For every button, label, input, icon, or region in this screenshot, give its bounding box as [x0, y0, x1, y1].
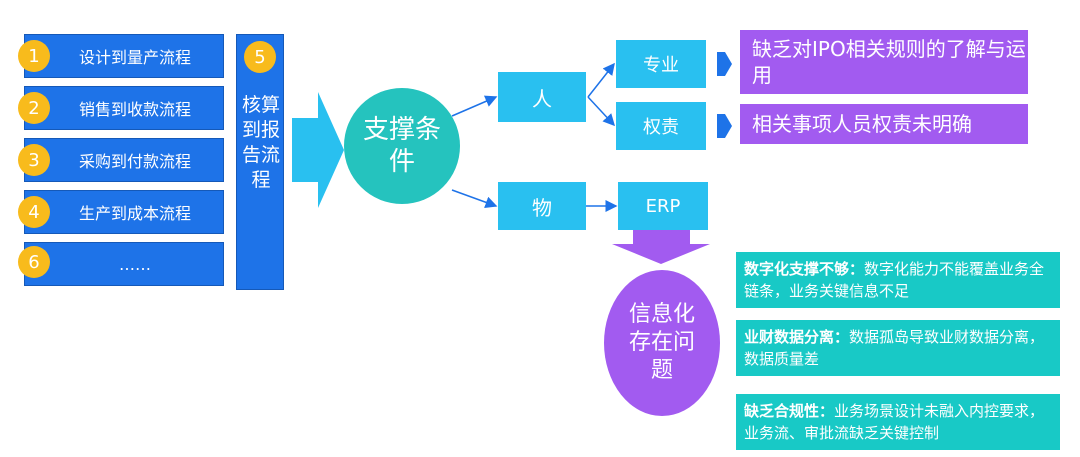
purple-down-arrow — [612, 230, 710, 264]
process-badge-1: 1 — [18, 40, 50, 72]
accounting-column: 5 核算到报告流程 — [236, 34, 284, 290]
process-badge-3: 3 — [18, 144, 50, 176]
problem-title-3: 缺乏合规性： — [744, 402, 835, 420]
arrow-to-professional — [587, 62, 615, 98]
problem-box-2: 业财数据分离：数据孤岛导致业财数据分离，数据质量差 — [736, 320, 1060, 376]
process-label-3: 采购到付款流程 — [78, 152, 191, 171]
arrow-to-person — [451, 95, 498, 117]
erp-label: ERP — [645, 195, 681, 217]
process-box-4: 生产到成本流程 — [24, 190, 224, 234]
person-box: 人 — [498, 72, 586, 122]
issue-ipo-box: 缺乏对IPO相关规则的了解与运用 — [740, 30, 1028, 94]
issue-authority-text: 相关事项人员权责未明确 — [752, 112, 972, 136]
chevron-authority — [717, 114, 732, 138]
info-label: 信息化存在问题 — [628, 302, 695, 383]
problem-text-1: 数字化能力不能覆盖业务全链条，业务关键信息不足 — [744, 260, 1045, 300]
problem-text-3: 业务场景设计未融入内控要求，业务流、审批流缺乏关键控制 — [744, 402, 1045, 442]
problem-box-1: 数字化支撑不够：数字化能力不能覆盖业务全链条，业务关键信息不足 — [736, 252, 1060, 308]
accounting-label: 核算到报告流程 — [241, 94, 280, 191]
process-badge-6: 6 — [18, 246, 50, 278]
process-label-2: 销售到收款流程 — [78, 100, 191, 119]
problem-box-3: 缺乏合规性：业务场景设计未融入内控要求，业务流、审批流缺乏关键控制 — [736, 394, 1060, 450]
problem-title-1: 数字化支撑不够： — [744, 260, 865, 278]
authority-label: 权责 — [643, 117, 679, 138]
support-label: 支撑条件 — [362, 115, 441, 177]
info-circle: 信息化存在问题 — [604, 270, 720, 416]
erp-box: ERP — [618, 182, 708, 230]
arrow-to-authority — [587, 96, 616, 127]
problem-title-2: 业财数据分离： — [744, 328, 850, 346]
process-box-2: 销售到收款流程 — [24, 86, 224, 130]
authority-box: 权责 — [616, 102, 706, 150]
thing-label: 物 — [532, 195, 552, 220]
process-box-1: 设计到量产流程 — [24, 34, 224, 78]
arrow-to-thing — [451, 189, 498, 209]
process-label-4: 生产到成本流程 — [78, 204, 191, 223]
professional-box: 专业 — [616, 40, 706, 88]
big-right-arrow — [292, 92, 344, 208]
process-label-6: …… — [119, 254, 151, 274]
support-circle: 支撑条件 — [344, 88, 460, 204]
accounting-badge: 5 — [244, 41, 276, 73]
process-box-6: …… — [24, 242, 224, 286]
thing-box: 物 — [498, 182, 586, 230]
person-label: 人 — [532, 86, 552, 111]
professional-label: 专业 — [643, 55, 679, 76]
issue-authority-box: 相关事项人员权责未明确 — [740, 104, 1028, 144]
issue-ipo-text: 缺乏对IPO相关规则的了解与运用 — [752, 37, 1026, 87]
problem-text-2: 数据孤岛导致业财数据分离，数据质量差 — [744, 328, 1045, 368]
chevron-ipo — [717, 52, 732, 76]
process-box-3: 采购到付款流程 — [24, 138, 224, 182]
process-badge-4: 4 — [18, 196, 50, 228]
process-badge-2: 2 — [18, 92, 50, 124]
process-label-1: 设计到量产流程 — [78, 48, 191, 67]
